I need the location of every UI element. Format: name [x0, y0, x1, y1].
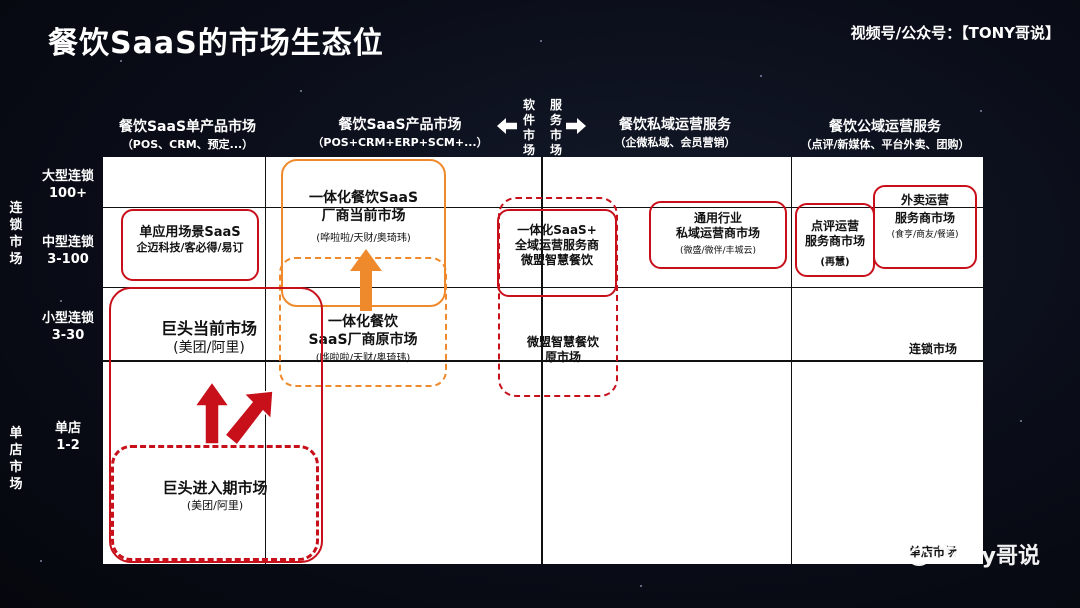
delivery-ops-sub: (食亨/商友/餐道)	[891, 230, 959, 240]
red-up-arrow-icon	[195, 382, 229, 444]
service-market-label: 服务市场	[549, 98, 562, 157]
integrated-origin-sub: (哗啦啦/天财/奥琦玮)	[315, 353, 411, 364]
col-header-public-ops: 餐饮公域运营服务 （点评/新媒体、平台外卖、团购）	[790, 118, 980, 154]
row-label-text: 小型连锁	[41, 311, 94, 326]
grid-line-v2	[541, 157, 543, 564]
review-ops-sub: (再慧)	[820, 257, 850, 268]
row-label-large: 大型连锁 100+	[36, 168, 100, 202]
single-app-box	[121, 209, 259, 281]
single-app-title: 单应用场景SaaS	[139, 225, 241, 240]
giant-entry-title: 巨头进入期市场	[162, 479, 268, 497]
row-label-range: 3-30	[51, 328, 85, 343]
col-header-label: 餐饮SaaS单产品市场	[118, 119, 257, 135]
brand-label: 视频号/公众号：【TONY哥说】	[850, 24, 1060, 42]
private-ops-box	[649, 201, 787, 269]
integrated-current-title: 一体化餐饮SaaS 厂商当前市场	[308, 190, 419, 224]
giant-entry-sub: (美团/阿里)	[186, 499, 244, 512]
delivery-ops-title: 外卖运营 服务商市场	[894, 193, 955, 225]
col-header-label: 餐饮私域运营服务	[619, 117, 731, 133]
software-market-label: 软件市场	[522, 98, 535, 157]
col-header-sub: （点评/新媒体、平台外卖、团购）	[800, 138, 970, 151]
private-ops-title: 通用行业 私域运营商市场	[675, 211, 760, 240]
integrated-origin-title: 一体化餐饮 SaaS厂商原市场	[308, 314, 418, 348]
giant-current-box	[109, 287, 323, 563]
row-label-range: 100+	[48, 186, 88, 201]
row-label-range: 1-2	[56, 438, 80, 453]
grid-line-v1	[265, 157, 266, 564]
integrated-current-sub: (哗啦啦/天财/奥琦玮)	[316, 233, 411, 244]
row-label-single: 单店 1-2	[36, 420, 100, 454]
full-domain-title: 一体化SaaS+ 全域运营服务商 微盟智慧餐饮	[514, 223, 599, 267]
private-ops-sub: (微盛/微伴/丰城云)	[679, 246, 757, 256]
red-diagonal-arrow-icon	[225, 390, 274, 445]
col-header-saas-product: 餐饮SaaS产品市场 （POS+CRM+ERP+SCM+...）	[295, 116, 505, 152]
giant-entry-box	[111, 445, 319, 561]
orange-up-arrow-icon	[350, 249, 382, 311]
row-label-text: 单店	[54, 421, 81, 436]
single-app-sub: 企迈科技/客必得/易订	[136, 241, 244, 254]
market-grid: 单应用场景SaaS 企迈科技/客必得/易订 一体化餐饮SaaS 厂商当前市场 (…	[103, 157, 983, 564]
col-header-label: 餐饮SaaS产品市场	[338, 117, 462, 133]
wechat-icon	[896, 541, 930, 566]
side-label-chain: 连锁市场	[9, 201, 23, 267]
row-label-medium: 中型连锁 3-100	[36, 234, 100, 268]
giant-current-title: 巨头当前市场	[160, 319, 257, 338]
col-header-sub: （POS+CRM+ERP+SCM+...）	[312, 136, 488, 149]
grid-line-h1	[103, 207, 983, 208]
col-header-sub: （企微私域、会员营销）	[614, 136, 736, 149]
weimob-origin-title: 微盟智慧餐饮 原市场	[526, 335, 599, 364]
arrow-right-icon	[566, 118, 586, 134]
chain-market-board-label: 连锁市场	[908, 342, 957, 356]
side-label-single: 单店市场	[9, 426, 23, 492]
page-title: 餐饮SaaS的市场生态位	[48, 26, 384, 61]
giant-current-sub: (美团/阿里)	[173, 340, 245, 356]
grid-line-h3	[103, 360, 983, 362]
col-header-sub: （POS、CRM、预定...）	[121, 138, 254, 151]
weimob-origin-box	[498, 197, 618, 397]
col-header-private-ops: 餐饮私域运营服务 （企微私域、会员营销）	[595, 116, 755, 152]
row-label-small: 小型连锁 3-30	[36, 310, 100, 344]
watermark-text: Tony哥说	[938, 544, 1040, 569]
grid-line-v3	[791, 157, 792, 564]
row-label-text: 中型连锁	[41, 235, 94, 250]
row-label-text: 大型连锁	[41, 169, 94, 184]
col-header-label: 餐饮公域运营服务	[829, 119, 941, 135]
delivery-ops-box	[873, 185, 977, 269]
row-label-range: 3-100	[47, 252, 89, 267]
col-header-single-product: 餐饮SaaS单产品市场 （POS、CRM、预定...）	[105, 118, 270, 154]
review-ops-title: 点评运营 服务商市场	[804, 219, 865, 248]
watermark: Tony哥说	[896, 538, 1040, 570]
grid-line-h2	[103, 287, 983, 288]
